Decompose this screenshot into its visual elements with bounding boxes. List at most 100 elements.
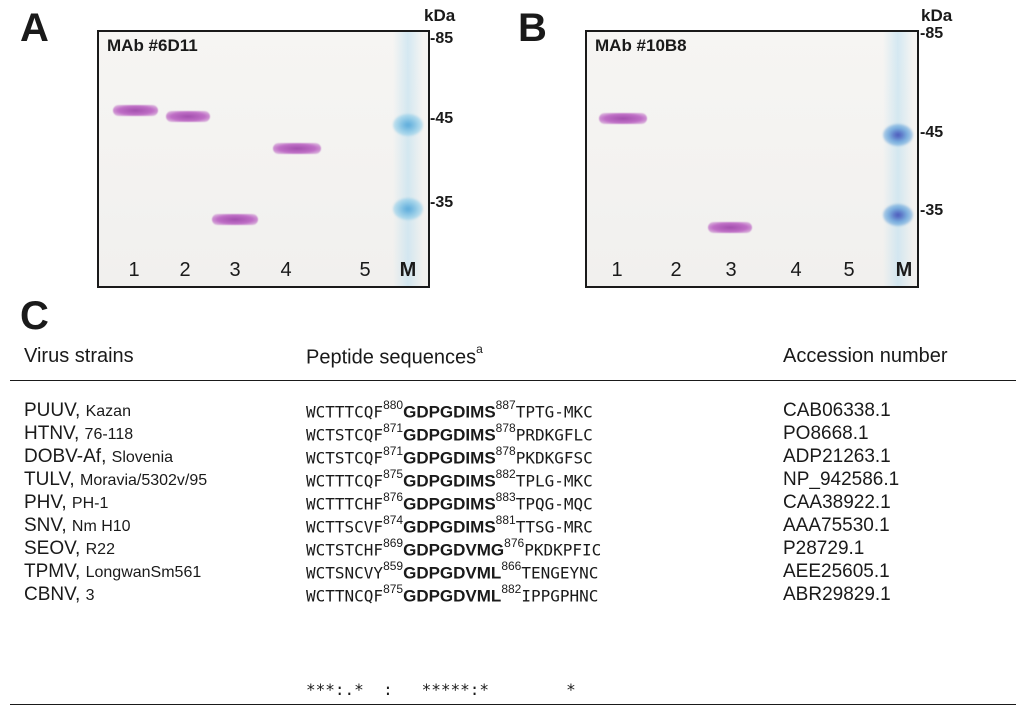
virus-name: PHV,	[24, 492, 67, 513]
gel-b-title: MAb #10B8	[595, 36, 687, 55]
strain-name: R22	[85, 541, 115, 558]
gel-a-band-lane-1	[113, 105, 158, 116]
sequence-prefix: WCTTSCVF	[306, 517, 384, 537]
sequence-prefix: WCTSTCHF	[306, 540, 384, 560]
table-row: SNV, Nm H10 WCTTSCVF874GDPGDIMS881TTSG-MR…	[0, 513, 1024, 538]
peptide-sequence-cell: WCTTTCQF880GDPGDIMS887TPTG-MKC	[306, 398, 593, 422]
gel-b-band-lane-1	[599, 113, 647, 124]
sequence-prefix: WCTTTCQF	[306, 402, 384, 422]
motif-end-position: 878	[495, 421, 516, 435]
motif-start-position: 871	[383, 444, 404, 458]
motif-start-position: 871	[383, 421, 404, 435]
motif-end-position: 878	[495, 444, 516, 458]
peptide-sequence-cell: WCTSNCVY859GDPGDVML866TENGEYNC	[306, 559, 599, 583]
gel-b-marker-band-35	[883, 204, 913, 226]
virus-strain-cell: SNV, Nm H10	[24, 515, 131, 537]
epitope-motif: GDPGDIMS	[403, 471, 496, 491]
epitope-motif: GDPGDIMS	[403, 448, 496, 468]
sequence-suffix: TTSG-MRC	[515, 517, 593, 537]
motif-start-position: 876	[383, 490, 404, 504]
accession-number-cell: PO8668.1	[783, 423, 869, 444]
accession-number-cell: CAA38922.1	[783, 492, 891, 513]
peptide-sequence-cell: WCTTTCQF875GDPGDIMS882TPLG-MKC	[306, 467, 593, 491]
gel-b-mw-45: -45	[920, 124, 944, 141]
accession-number-cell: ADP21263.1	[783, 446, 891, 467]
sequence-suffix: IPPGPHNC	[521, 586, 599, 606]
virus-strain-cell: TULV, Moravia/5302v/95	[24, 469, 207, 491]
header-peptide-sequences: Peptide sequencesa	[306, 342, 483, 370]
table-row: TULV, Moravia/5302v/95 WCTTTCQF875GDPGDIM…	[0, 467, 1024, 492]
virus-name: TPMV,	[24, 561, 81, 582]
header-peptide-sequences-label: Peptide sequences	[306, 346, 477, 369]
peptide-sequence-cell: WCTSTCQF871GDPGDIMS878PRDKGFLC	[306, 421, 593, 445]
motif-end-position: 882	[501, 582, 522, 596]
motif-end-position: 866	[501, 559, 522, 573]
gel-b-lane-label: 2	[670, 259, 682, 281]
motif-start-position: 880	[383, 398, 404, 412]
table-row: HTNV, 76-118 WCTSTCQF871GDPGDIMS878PRDKGF…	[0, 421, 1024, 446]
peptide-sequence-cell: WCTTSCVF874GDPGDIMS881TTSG-MRC	[306, 513, 593, 537]
sequence-prefix: WCTTTCHF	[306, 494, 384, 514]
table-row: PUUV, Kazan WCTTTCQF880GDPGDIMS887TPTG-MK…	[0, 398, 1024, 423]
virus-name: TULV,	[24, 469, 75, 490]
sequence-prefix: WCTTNCQF	[306, 586, 384, 606]
peptide-sequence-cell: WCTSTCHF869GDPGDVMG876PKDKPFIC	[306, 536, 602, 560]
accession-number-cell: ABR29829.1	[783, 584, 891, 605]
sequence-prefix: WCTSTCQF	[306, 448, 384, 468]
virus-strain-cell: PHV, PH-1	[24, 492, 108, 514]
motif-end-position: 883	[495, 490, 516, 504]
consensus-line: ***:.* : *****:* *	[306, 680, 576, 699]
motif-start-position: 875	[383, 467, 404, 481]
epitope-motif: GDPGDVMG	[403, 540, 505, 560]
virus-name: DOBV-Af,	[24, 446, 107, 467]
gel-a-mw-85: -85	[430, 30, 454, 47]
epitope-motif: GDPGDIMS	[403, 517, 496, 537]
gel-b-lane-label: 1	[611, 259, 623, 281]
panel-b-letter: B	[518, 6, 547, 50]
table-bottom-rule	[10, 704, 1016, 705]
virus-name: HTNV,	[24, 423, 80, 444]
strain-name: Slovenia	[111, 449, 174, 466]
virus-strain-cell: CBNV, 3	[24, 584, 95, 606]
gel-a-title: MAb #6D11	[107, 36, 198, 55]
accession-number-cell: AAA75530.1	[783, 515, 890, 536]
table-row: CBNV, 3 WCTTNCQF875GDPGDVML882IPPGPHNC ABR…	[0, 582, 1024, 607]
gel-a-lane-label: 4	[280, 259, 292, 281]
sequence-suffix: TPLG-MKC	[515, 471, 593, 491]
strain-name: Moravia/5302v/95	[79, 472, 208, 489]
motif-end-position: 882	[495, 467, 516, 481]
gel-b-lane-label: 5	[843, 259, 855, 281]
epitope-motif: GDPGDVML	[403, 563, 502, 583]
virus-name: SNV,	[24, 515, 67, 536]
gel-a-band-lane-4	[273, 143, 321, 154]
peptide-sequence-cell: WCTTNCQF875GDPGDVML882IPPGPHNC	[306, 582, 599, 606]
sequence-prefix: WCTSTCQF	[306, 425, 384, 445]
motif-end-position: 881	[495, 513, 516, 527]
sequence-suffix: TPTG-MKC	[515, 402, 593, 422]
sequence-prefix: WCTSNCVY	[306, 563, 384, 583]
virus-name: SEOV,	[24, 538, 81, 559]
virus-strain-cell: SEOV, R22	[24, 538, 115, 560]
strain-name: 76-118	[84, 426, 134, 443]
epitope-motif: GDPGDIMS	[403, 494, 496, 514]
panel-c-letter: C	[20, 294, 49, 338]
motif-start-position: 869	[383, 536, 404, 550]
gel-a-band-lane-3	[212, 214, 258, 225]
strain-name: Nm H10	[71, 518, 131, 535]
epitope-motif: GDPGDVML	[403, 586, 502, 606]
gel-b-marker-lane	[883, 32, 913, 286]
gel-b-kda-unit: kDa	[921, 6, 953, 25]
motif-start-position: 859	[383, 559, 404, 573]
sequence-suffix: TENGEYNC	[521, 563, 599, 583]
virus-strain-cell: PUUV, Kazan	[24, 400, 131, 422]
gel-a-marker-band-45	[393, 114, 423, 136]
accession-number-cell: AEE25605.1	[783, 561, 890, 582]
gel-b-lane-label-marker: M	[895, 259, 913, 281]
sequence-prefix: WCTTTCQF	[306, 471, 384, 491]
header-accession-number: Accession number	[783, 345, 948, 367]
gel-a-mw-35: -35	[430, 194, 454, 211]
strain-name: 3	[85, 587, 95, 604]
sequence-suffix: PKDKPFIC	[524, 540, 602, 560]
header-virus-strains: Virus strains	[24, 345, 134, 367]
